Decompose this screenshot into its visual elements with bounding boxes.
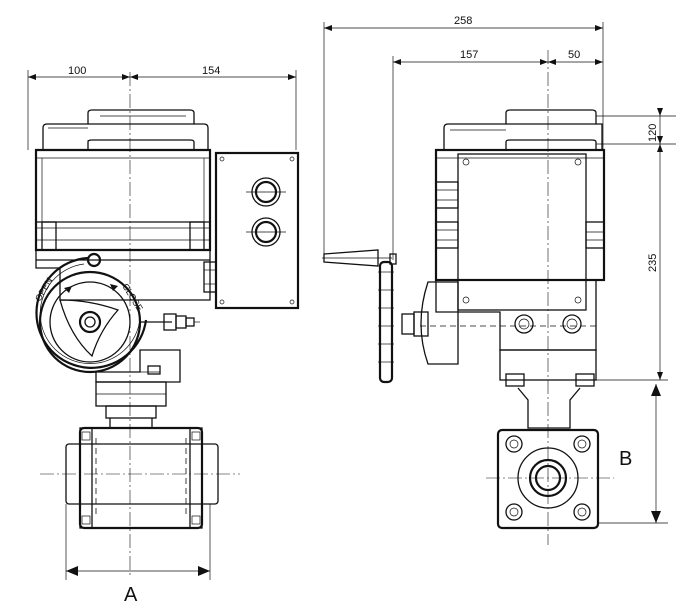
cable-gland-lower (246, 217, 286, 247)
cable-gland-upper (246, 177, 286, 207)
bolt-left (514, 314, 534, 334)
side-view: 258 157 50 120 235 (322, 15, 676, 545)
front-view: OPEN CLOSE (27, 65, 300, 606)
dimension-258: 258 (454, 15, 472, 27)
handwheel-side (322, 249, 397, 384)
dimension-overall: 258 (323, 15, 604, 258)
dimension-157: 157 (460, 49, 478, 61)
dimension-width-front: 100 154 (27, 65, 297, 150)
valve-flange-side (486, 428, 614, 530)
open-close-handwheel: OPEN CLOSE (33, 252, 148, 374)
label-b: B (619, 448, 632, 470)
dimension-50: 50 (568, 49, 580, 61)
valve-body-front (40, 426, 240, 530)
dimension-120: 120 (647, 124, 659, 142)
bolt-right (562, 314, 582, 334)
dimension-b: B (598, 384, 668, 524)
dimension-offsets: 157 50 (392, 49, 603, 260)
dimension-a: A (65, 504, 211, 606)
label-a: A (124, 584, 138, 606)
close-marking: CLOSE (120, 282, 145, 313)
dimension-heights: 120 235 (596, 108, 676, 381)
dimension-100: 100 (68, 65, 86, 77)
dimension-154: 154 (202, 65, 220, 77)
dimension-235: 235 (647, 254, 659, 272)
